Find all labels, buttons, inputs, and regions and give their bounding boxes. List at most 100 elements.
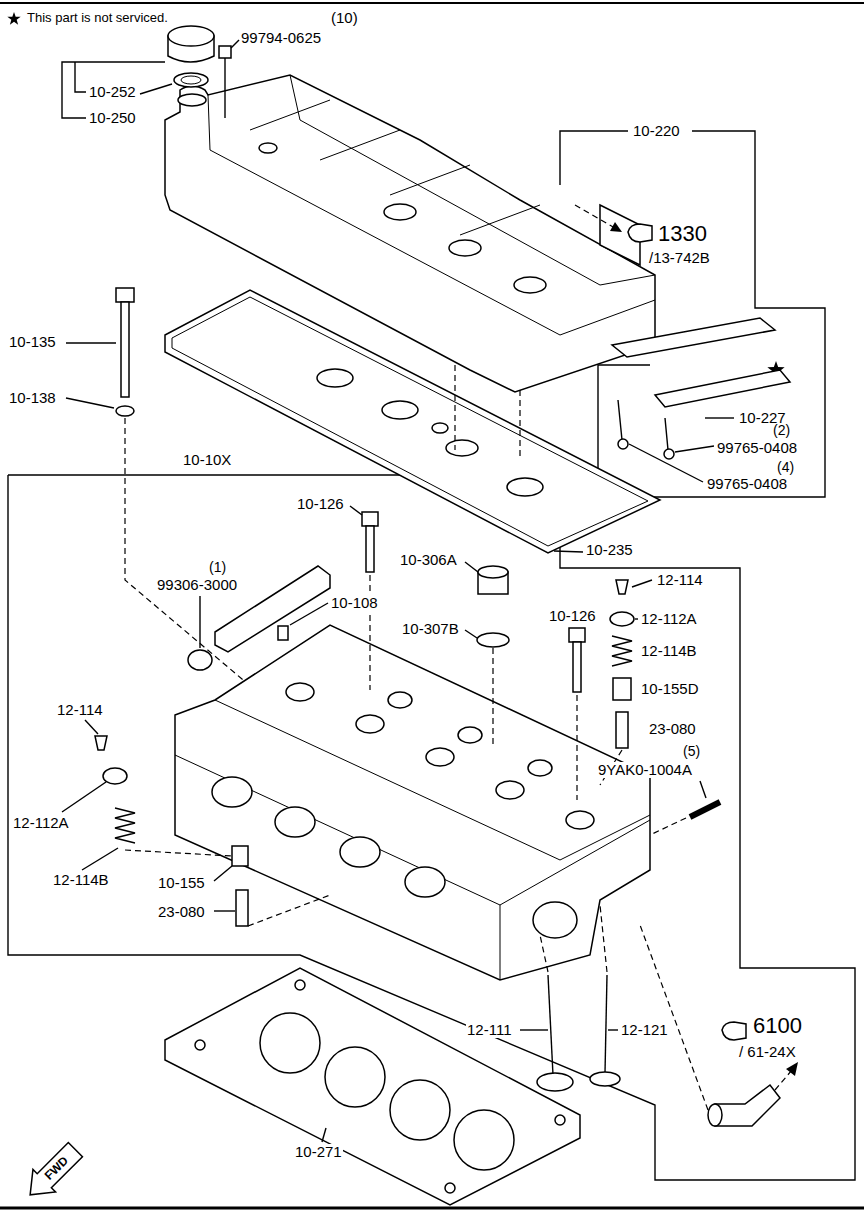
valve-train xyxy=(115,808,135,843)
part-number: 10-306A xyxy=(399,552,458,568)
part-number: 12-121 xyxy=(620,1022,669,1038)
valve-train xyxy=(62,782,106,812)
valve-train xyxy=(650,818,686,835)
oil-filler-cap xyxy=(224,58,225,118)
valve-train xyxy=(82,848,118,870)
cylinder-head xyxy=(275,807,315,837)
valve-train xyxy=(610,612,634,626)
cover-gasket xyxy=(317,369,353,387)
cam-cap-bolt xyxy=(569,628,585,642)
valve-cover xyxy=(290,75,655,285)
valve-cover xyxy=(664,449,674,459)
valve-cover xyxy=(514,277,546,293)
head-gasket xyxy=(555,1115,565,1125)
cam-cap-bolt xyxy=(350,506,362,515)
part-number: 99306-3000 xyxy=(156,577,238,593)
head-bolt xyxy=(125,418,255,690)
frame-line xyxy=(0,1207,864,1210)
valve-train xyxy=(640,925,708,1110)
valve-train xyxy=(635,618,638,619)
cam-cap-bolt xyxy=(492,648,493,745)
valve-cover xyxy=(675,446,714,452)
cylinder-head xyxy=(199,596,200,648)
cylinder-head xyxy=(175,755,650,905)
cylinder-head xyxy=(212,777,252,807)
valve-train xyxy=(700,781,706,798)
section-reference: /13-742B xyxy=(648,250,711,266)
part-number: 10-135 xyxy=(8,334,57,350)
cam-cap-bolt xyxy=(465,630,477,638)
cam-cap-bolt xyxy=(465,562,478,572)
part-number: 99765-0408 xyxy=(706,476,788,492)
valve-train xyxy=(616,580,628,594)
oil-filler-cap xyxy=(231,40,239,48)
part-number: 10-138 xyxy=(8,390,57,406)
reference-pointer xyxy=(628,224,652,242)
part-number: 12-114B xyxy=(640,643,698,659)
valve-train xyxy=(775,1070,792,1090)
valve-train xyxy=(613,678,631,700)
cam-cap-bolt xyxy=(573,642,581,692)
valve-train xyxy=(715,1085,780,1126)
cylinder-head xyxy=(500,905,501,980)
cylinder-head xyxy=(290,603,328,625)
part-number: 12-111 xyxy=(466,1022,512,1038)
cylinder-head xyxy=(426,748,454,766)
section-reference: 6100 xyxy=(752,1014,803,1037)
cylinder-head xyxy=(405,867,445,897)
part-number: 10-220 xyxy=(632,123,681,139)
cam-cap-bolt xyxy=(477,633,509,647)
oil-filler-cap xyxy=(140,26,239,118)
cylinder-head xyxy=(566,811,594,829)
head-gasket xyxy=(165,968,580,1205)
reference-pointer xyxy=(575,205,746,1040)
valve-train xyxy=(612,636,632,666)
reference-pointer xyxy=(722,1022,746,1040)
head-bolt xyxy=(66,342,116,343)
section-reference: 1330 xyxy=(657,222,708,245)
valve-cover xyxy=(618,439,628,449)
part-number: 99765-0408 xyxy=(716,440,798,456)
head-gasket xyxy=(195,1040,205,1050)
part-number: 12-114 xyxy=(656,572,704,588)
valve-train xyxy=(540,935,548,972)
cylinder-head xyxy=(215,700,650,860)
head-bolt xyxy=(121,302,129,397)
valve-cover xyxy=(449,240,481,256)
cylinder-head xyxy=(533,902,577,938)
part-number: 10-252 xyxy=(88,84,137,100)
valve-cover xyxy=(259,143,277,153)
forward-arrow xyxy=(19,1138,87,1206)
cam-cap-bolt xyxy=(362,512,378,526)
head-bolt xyxy=(116,288,134,302)
valve-cover xyxy=(519,390,520,460)
valve-train xyxy=(236,890,248,926)
valve-train xyxy=(125,850,232,856)
cover-gasket xyxy=(382,401,418,419)
cylinder-head xyxy=(175,625,650,980)
head-gasket xyxy=(454,1110,514,1170)
direction-label: FWD xyxy=(42,1153,72,1183)
part-number: 23-080 xyxy=(648,721,697,737)
head-gasket xyxy=(322,1128,326,1142)
reference-pointer xyxy=(575,205,615,228)
legend-note: This part is not serviced. xyxy=(26,11,169,25)
oil-filler-cap xyxy=(140,84,172,94)
star-symbol xyxy=(7,12,20,25)
valve-train xyxy=(600,905,607,972)
forward-arrow xyxy=(19,1138,87,1206)
cylinder-head xyxy=(286,683,314,701)
part-number: 12-114B xyxy=(52,872,110,888)
part-number: 99794-0625 xyxy=(240,30,322,46)
quantity-note: (5) xyxy=(682,744,701,759)
reference-pointer xyxy=(610,222,622,232)
part-number: 10-10X xyxy=(182,452,232,468)
cover-gasket xyxy=(446,440,478,456)
valve-train xyxy=(616,712,628,748)
part-number: 23-080 xyxy=(157,904,206,920)
oil-filler-cap xyxy=(181,76,201,84)
valve-cover xyxy=(178,94,206,106)
cam-cap-bolt xyxy=(350,506,585,800)
